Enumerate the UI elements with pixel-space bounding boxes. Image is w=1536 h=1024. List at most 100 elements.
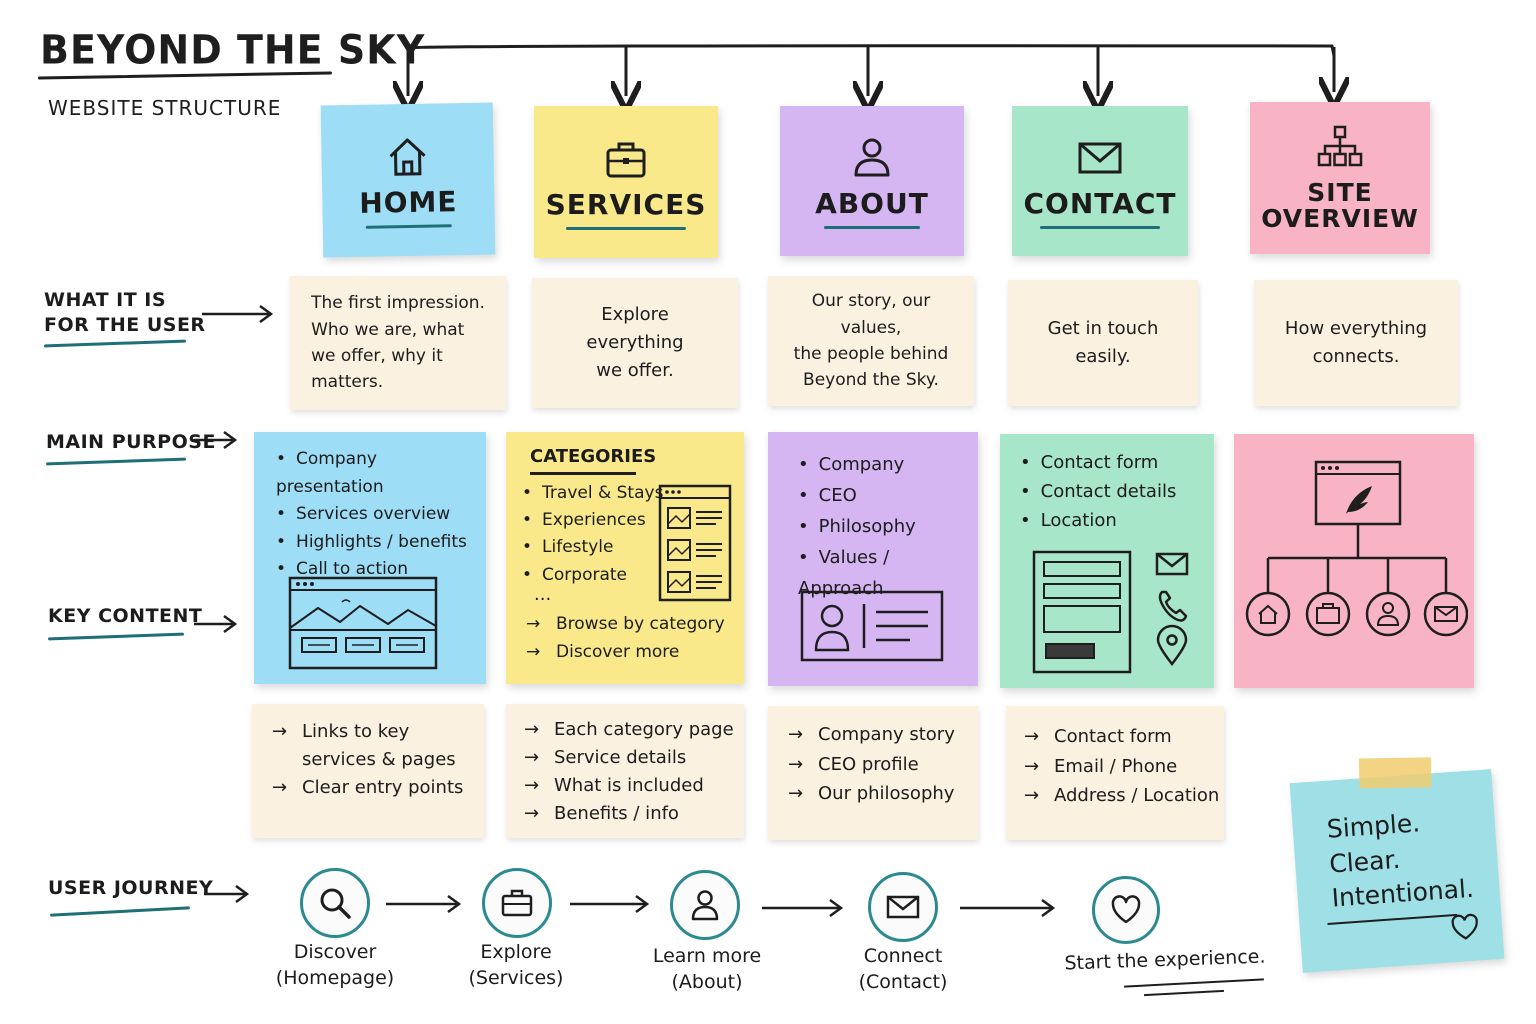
arrow-right-icon: [570, 894, 650, 914]
services-links: Browse by category Discover more: [526, 610, 725, 666]
home-title-underline: [365, 224, 452, 229]
list-item: Contact form: [1024, 722, 1219, 752]
home-purpose-list: Company presentation Services overview H…: [276, 446, 486, 584]
services-key-content-note: Each category page Service details What …: [506, 704, 744, 838]
row-label-main-purpose-underline: [45, 457, 187, 466]
list-item: Contact details: [1020, 477, 1177, 506]
site-overview-title: SITE OVERVIEW: [1261, 177, 1419, 233]
envelope-icon: [1423, 591, 1468, 637]
site-overview-what-it-is: How everything connects.: [1284, 318, 1428, 367]
list-item: Location: [1020, 506, 1176, 535]
profile-card-icon: [800, 590, 944, 662]
list-item: Corporate: [522, 562, 663, 589]
contact-what-it-is-note: Get in touch easily.: [1008, 280, 1198, 406]
row-label-what-it-is: WHAT IT IS FOR THE USER: [44, 289, 206, 336]
briefcase-icon: [501, 889, 533, 917]
journey-label-explore: Explore (Services): [468, 941, 564, 989]
list-item: Travel & Stays: [522, 480, 663, 507]
list-item: Company presentation: [276, 446, 486, 501]
home-key-content-list: Links to key services & pages Clear entr…: [272, 718, 463, 802]
phone-icon: [1158, 590, 1188, 622]
list-item: Lifestyle: [522, 534, 663, 561]
briefcase-icon: [606, 142, 646, 178]
tape-strip: [1358, 757, 1432, 789]
services-purpose-list: Travel & Stays Experiences Lifestyle Cor…: [522, 480, 663, 589]
list-item: Service details: [524, 744, 734, 772]
list-item: Address / Location: [1024, 781, 1219, 811]
motto-text: Simple. Clear. Intentional.: [1325, 808, 1475, 913]
list-item[interactable]: Discover more: [526, 638, 725, 666]
list-item: Email / Phone: [1024, 752, 1219, 782]
website-wireframe-icon: [288, 576, 438, 670]
search-icon: [320, 888, 351, 919]
contact-form-icon: [1032, 550, 1132, 674]
home-header-note[interactable]: HOME: [320, 102, 496, 258]
list-item: Links to key services & pages: [272, 718, 463, 774]
list-item: Benefits / info: [524, 800, 734, 828]
row-label-key-content: KEY CONTENT: [48, 605, 203, 627]
arrow-right-icon: [194, 430, 238, 450]
journey-step-explore[interactable]: [482, 868, 552, 938]
journey-step-learn-more[interactable]: [670, 870, 740, 940]
site-overview-header-note[interactable]: SITE OVERVIEW: [1250, 102, 1430, 254]
envelope-icon: [1078, 142, 1122, 174]
motto-underline: [1327, 913, 1458, 925]
list-item: Experiences: [522, 507, 663, 534]
list-item: Company: [798, 450, 978, 481]
contact-key-content-note: Contact form Email / Phone Address / Loc…: [1006, 706, 1224, 840]
motto-note: Simple. Clear. Intentional.: [1289, 757, 1505, 973]
journey-label-connect: Connect (Contact): [858, 945, 948, 993]
list-item[interactable]: Browse by category: [526, 610, 725, 638]
home-purpose-note: Company presentation Services overview H…: [254, 432, 486, 684]
journey-start-underline: [1124, 978, 1264, 988]
envelope-icon: [1155, 552, 1189, 576]
arrow-right-icon: [202, 304, 274, 324]
site-overview-purpose-note: [1234, 434, 1474, 688]
journey-step-start[interactable]: [1092, 876, 1160, 944]
list-item: Values / Approach: [798, 543, 978, 605]
row-label-user-journey: USER JOURNEY: [48, 877, 214, 899]
person-icon: [1365, 591, 1411, 637]
home-icon: [389, 138, 426, 176]
site-overview-what-it-is-note: How everything connects.: [1254, 280, 1458, 406]
person-icon: [691, 890, 719, 921]
arrow-right-icon: [762, 898, 844, 918]
about-purpose-list: Company CEO Philosophy Values / Approach: [798, 450, 978, 605]
list-item: Philosophy: [798, 512, 978, 543]
services-header-note[interactable]: SERVICES: [534, 106, 718, 258]
heart-icon: [1451, 913, 1478, 940]
journey-step-connect[interactable]: [868, 872, 938, 942]
journey-label-start: Start the experience.: [1064, 945, 1266, 975]
about-key-content-list: Company story CEO profile Our philosophy: [788, 720, 955, 809]
about-header-note[interactable]: ABOUT: [780, 106, 964, 256]
arrow-right-icon: [960, 898, 1056, 918]
journey-label-discover: Discover (Homepage): [275, 941, 395, 989]
contact-what-it-is: Get in touch easily.: [1047, 318, 1159, 367]
services-key-content-list: Each category page Service details What …: [524, 716, 734, 828]
contact-header-note[interactable]: CONTACT: [1012, 106, 1188, 256]
journey-step-discover[interactable]: [300, 868, 370, 938]
list-item: What is included: [524, 772, 734, 800]
home-what-it-is-note: The first impression. Who we are, what w…: [290, 276, 506, 410]
list-item: Each category page: [524, 716, 734, 744]
contact-purpose-note: Contact form Contact details Location: [1000, 434, 1214, 688]
row-label-key-content-underline: [47, 632, 185, 641]
home-icon: [1245, 591, 1291, 637]
row-label-user-journey-underline: [50, 906, 190, 917]
arrow-right-icon: [194, 614, 238, 634]
home-title: HOME: [358, 184, 458, 220]
arrow-right-icon: [386, 894, 462, 914]
list-item: Contact form: [1020, 448, 1176, 477]
categories-heading-underline: [530, 472, 636, 475]
about-purpose-note: Company CEO Philosophy Values / Approach: [768, 432, 978, 686]
category-list-icon: [658, 484, 732, 602]
list-item: Our philosophy: [788, 779, 955, 809]
journey-start-underline-2: [1144, 989, 1224, 997]
row-label-main-purpose: MAIN PURPOSE: [46, 431, 216, 453]
about-what-it-is: Our story, our values, the people behind…: [793, 291, 949, 391]
location-pin-icon: [1156, 624, 1188, 667]
briefcase-icon: [1305, 591, 1351, 637]
services-purpose-note: CATEGORIES Travel & Stays Experiences Li…: [506, 432, 744, 684]
contact-title: CONTACT: [1023, 186, 1177, 220]
page-title: BEYOND THE SKY: [40, 26, 426, 74]
